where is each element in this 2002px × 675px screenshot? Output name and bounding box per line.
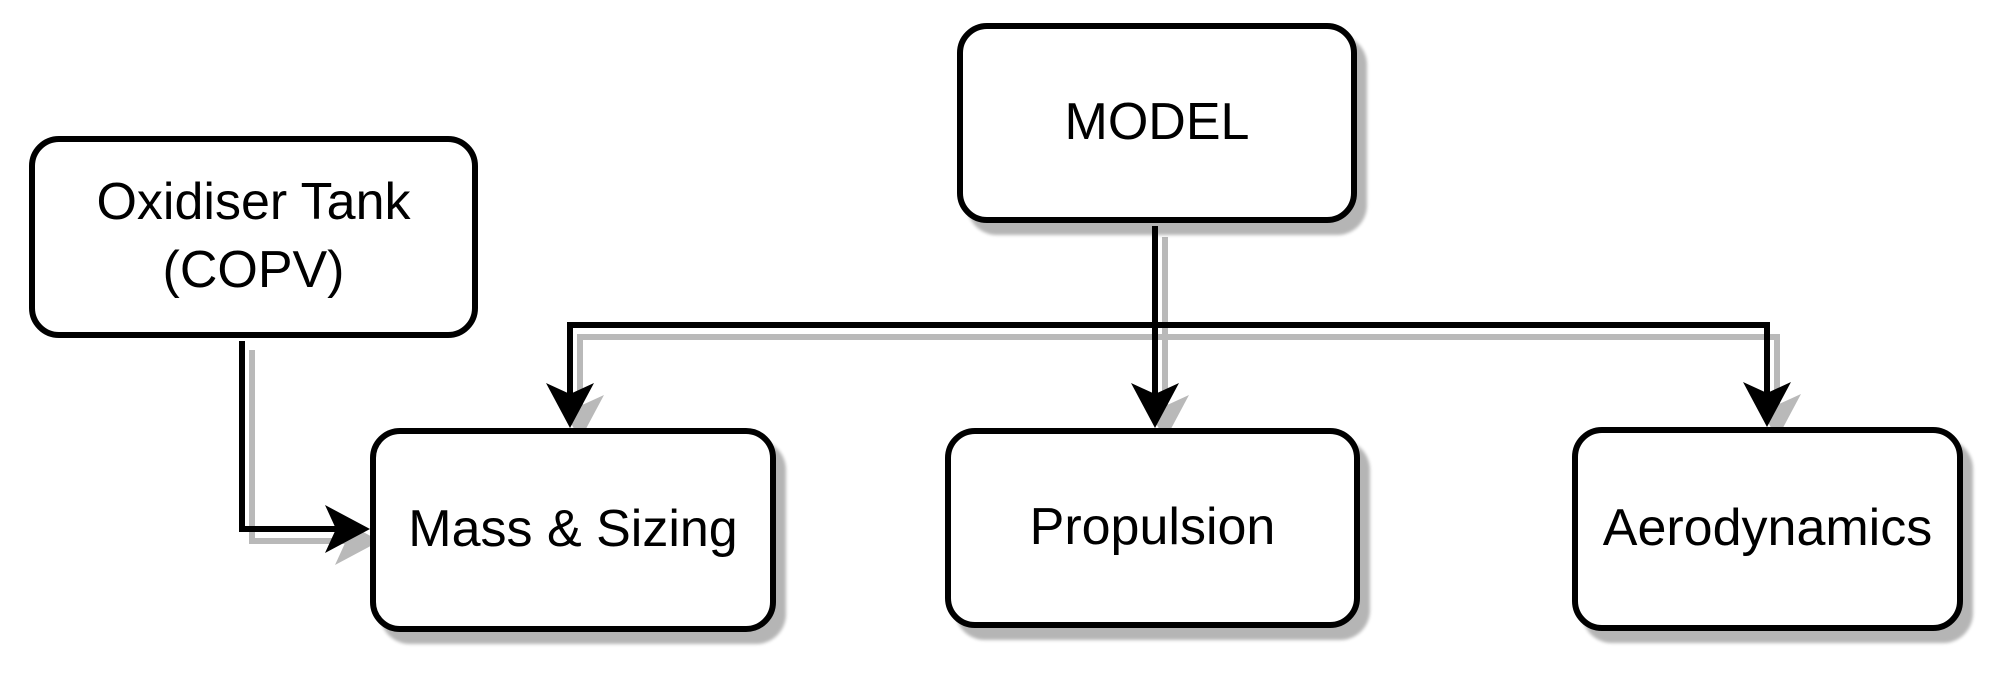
node-oxidiser-tank: Oxidiser Tank (COPV) — [29, 136, 478, 338]
arrowhead-aerodynamics — [1743, 382, 1791, 427]
node-propulsion-label: Propulsion — [1029, 498, 1276, 557]
arrowhead-propulsion — [1131, 383, 1179, 428]
edge-model-to-aerodynamics — [1152, 226, 1770, 397]
node-oxidiser-tank-label-line1: Oxidiser Tank — [96, 173, 411, 232]
node-mass-sizing-label: Mass & Sizing — [408, 500, 738, 559]
edge-oxidiser-to-mass-sizing-shadow — [249, 350, 352, 544]
edge-oxidiser-to-mass-sizing — [239, 341, 340, 532]
node-mass-sizing: Mass & Sizing — [370, 428, 776, 632]
arrowhead-oxidiser — [325, 505, 370, 553]
node-model: MODEL — [957, 23, 1357, 223]
node-oxidiser-tank-label-line2: (COPV) — [162, 241, 345, 299]
node-aerodynamics: Aerodynamics — [1572, 427, 1963, 631]
edge-model-to-mass-sizing-shadow — [577, 237, 1168, 420]
arrowhead-mass-sizing — [546, 383, 594, 428]
node-model-label: MODEL — [1064, 93, 1250, 152]
node-aerodynamics-label: Aerodynamics — [1602, 499, 1933, 558]
edge-model-to-aerodynamics-shadow — [1162, 237, 1780, 420]
node-propulsion: Propulsion — [945, 428, 1360, 628]
edge-model-to-mass-sizing — [567, 226, 1158, 398]
